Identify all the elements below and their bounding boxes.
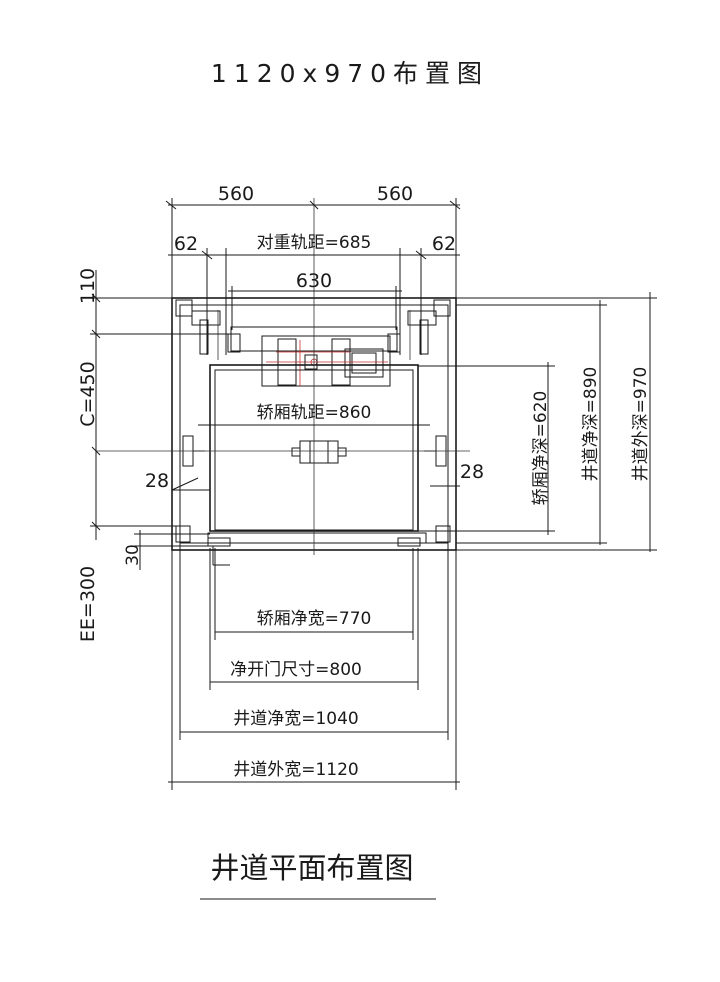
dim-110: 110 [77,268,99,304]
dim-car-rail: 轿厢轨距=860 [257,403,372,423]
drawing-caption: 井道平面布置图 [210,851,413,885]
left-dimensions [90,270,230,570]
cw-rail-brackets [191,310,437,360]
dim-shaft-outer-depth: 井道外深=970 [631,367,651,482]
bottom-dimensions [168,543,460,790]
dim-shaft-outer-width: 井道外宽=1120 [233,760,359,780]
dim-car-net-depth: 轿厢净深=620 [531,391,551,506]
dim-cw-rail: 对重轨距=685 [257,233,372,253]
top-dimensions [165,198,461,355]
dim-560-left: 560 [218,183,254,205]
dim-560-right: 560 [377,183,413,205]
dim-62-right: 62 [432,233,456,255]
dim-62-left: 62 [174,233,198,255]
dim-car-net-width: 轿厢净宽=770 [257,609,372,629]
dim-28-right: 28 [460,461,484,483]
dim-630: 630 [296,270,332,292]
dim-shaft-clear-width: 井道净宽=1040 [233,709,359,729]
dim-ee-300: EE=300 [77,566,99,642]
page-title: 1120x970布置图 [211,59,489,88]
dim-c-450: C=450 [77,361,99,426]
door-sill [207,532,427,566]
dim-28-left: 28 [145,470,169,492]
car-sling [291,440,347,464]
right-dimensions [418,292,657,552]
dim-door-clear: 净开门尺寸=800 [230,660,362,680]
dim-30: 30 [123,544,143,566]
dim-shaft-clear-depth: 井道净深=890 [581,367,601,482]
